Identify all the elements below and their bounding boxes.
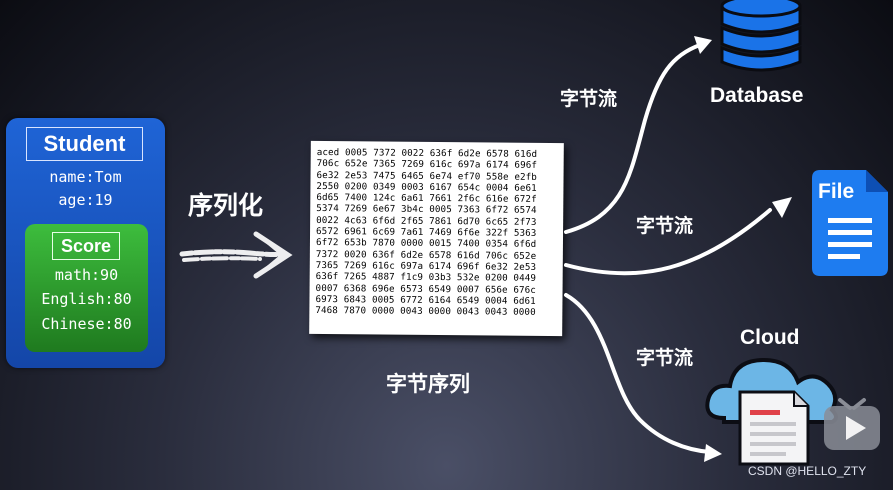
file-icon: File [812,170,888,276]
play-icon[interactable] [822,396,884,454]
arrowhead-database [694,36,712,54]
score-english-field: English:80 [41,290,132,308]
file-label: File [818,180,854,203]
serialize-label: 序列化 [188,191,264,220]
cloud-label: Cloud [740,326,800,349]
arrow-to-database [564,43,702,234]
database-label: Database [710,84,804,107]
byte-stream-label-file: 字节流 [636,215,694,237]
score-math-field: math:90 [54,266,119,284]
arrow-right-icon [179,231,293,279]
byte-sequence-label: 字节序列 [386,372,470,396]
arrowhead-cloud [704,444,722,462]
score-class-title: Score [52,232,120,260]
byte-stream-label-cloud: 字节流 [636,347,694,369]
student-name-field: name:Tom [49,168,122,186]
student-object-box: Student name:Tom age:19 Score math:90 En… [6,118,165,368]
arrow-to-file [564,208,772,276]
student-age-field: age:19 [58,191,113,209]
watermark-text: CSDN @HELLO_ZTY [748,464,867,478]
score-chinese-field: Chinese:80 [41,315,132,333]
document-icon [738,390,810,466]
cloud-icon [705,357,838,466]
arrowhead-file [772,197,792,218]
database-icon [720,0,802,72]
student-class-title: Student [26,127,143,161]
score-object-box: Score math:90 English:80 Chinese:80 [25,224,148,352]
arrow-to-cloud [564,293,712,454]
byte-stream-label-database: 字节流 [560,88,618,110]
